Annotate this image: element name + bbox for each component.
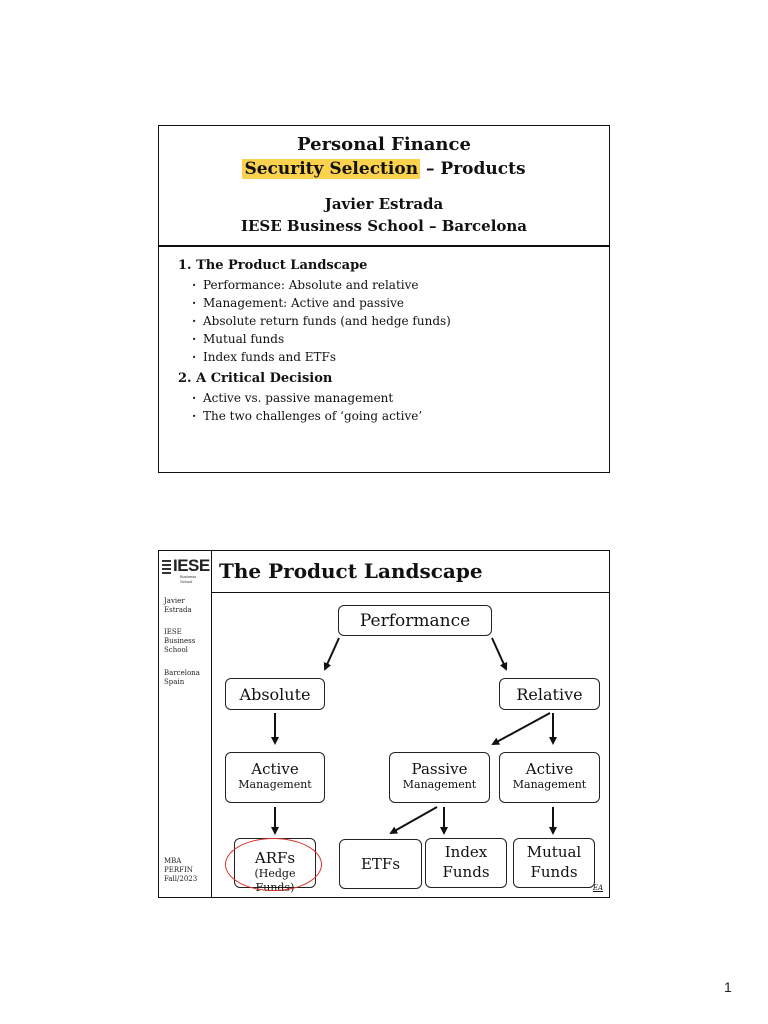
logo-text: IESE bbox=[173, 556, 210, 575]
node-label: ETFs bbox=[360, 855, 401, 873]
outline: 1. The Product Landscape Performance: Ab… bbox=[178, 257, 598, 425]
node-label: Active bbox=[251, 760, 299, 778]
logo-subtext: Business School bbox=[180, 574, 197, 584]
sidebar-line: Javier bbox=[164, 597, 185, 605]
node-label: Absolute bbox=[239, 684, 311, 704]
slide-subtitle: Security Selection – Products bbox=[159, 159, 609, 179]
section-title: 2. A Critical Decision bbox=[178, 371, 333, 386]
node-sublabel: Management bbox=[238, 778, 312, 791]
sidebar-line: School bbox=[164, 646, 188, 654]
node-relative: Relative bbox=[499, 678, 600, 710]
bullet-list: Performance: Absolute and relative Manag… bbox=[192, 276, 598, 366]
node-sublabel: Management bbox=[402, 778, 477, 791]
sidebar-line: Business bbox=[164, 637, 196, 645]
node-label: Index bbox=[444, 843, 488, 861]
node-active-management-right: Active Management bbox=[499, 752, 600, 803]
arrow-performance-absolute bbox=[323, 637, 340, 671]
bullet-item: Index funds and ETFs bbox=[192, 348, 598, 366]
outline-section: 2. A Critical Decision Active vs. passiv… bbox=[178, 370, 598, 425]
sidebar-course: MBA PERFIN Fall/2023 bbox=[164, 857, 197, 884]
sidebar-line: MBA bbox=[164, 857, 182, 865]
highlighted-topic: Security Selection bbox=[242, 159, 421, 179]
arrow-relative-passive bbox=[491, 712, 551, 745]
sidebar-school: IESE Business School bbox=[164, 628, 195, 655]
node-etfs: ETFs bbox=[339, 839, 422, 889]
bullet-item: Performance: Absolute and relative bbox=[192, 276, 598, 294]
node-label: Passive bbox=[411, 760, 468, 778]
arrow-performance-relative bbox=[491, 637, 508, 671]
course-title: Personal Finance bbox=[297, 134, 471, 155]
arrow-passive-etfs bbox=[389, 806, 438, 834]
school-name: IESE Business School – Barcelona bbox=[240, 217, 528, 235]
logo-mark-icon bbox=[162, 560, 171, 576]
node-passive-management: Passive Management bbox=[389, 752, 490, 803]
page-number: 1 bbox=[724, 979, 732, 995]
node-sublabel: Management bbox=[512, 778, 587, 791]
section-title: 1. The Product Landscape bbox=[178, 258, 368, 273]
sidebar-line: Fall/2023 bbox=[164, 875, 198, 883]
node-label: Mutual bbox=[526, 843, 582, 861]
node-label: Active bbox=[525, 760, 574, 778]
sidebar-line: IESE bbox=[164, 628, 182, 636]
slide-sidebar: IESE Business School Javier Estrada IESE… bbox=[159, 551, 212, 897]
sidebar-author: Javier Estrada bbox=[164, 597, 192, 615]
iese-logo: IESE Business School bbox=[162, 556, 210, 584]
node-active-management-left: Active Management bbox=[225, 752, 325, 803]
author-initials: EA bbox=[592, 884, 603, 892]
bullet-item: Active vs. passive management bbox=[192, 389, 598, 407]
sidebar-line: Spain bbox=[164, 678, 185, 686]
outline-section: 1. The Product Landscape Performance: Ab… bbox=[178, 257, 598, 366]
product-landscape-slide: IESE Business School Javier Estrada IESE… bbox=[158, 550, 610, 898]
title-header: Personal Finance Security Selection – Pr… bbox=[159, 126, 609, 247]
bullet-item: The two challenges of ‘going active’ bbox=[192, 407, 598, 425]
title-divider bbox=[212, 592, 609, 593]
sidebar-location: Barcelona Spain bbox=[164, 669, 200, 687]
slide-title: The Product Landscape bbox=[219, 559, 483, 583]
highlight-ellipse bbox=[225, 838, 322, 891]
sidebar-line: PERFIN bbox=[164, 866, 193, 874]
title-slide: Personal Finance Security Selection – Pr… bbox=[158, 125, 610, 473]
node-index-funds: Index Funds bbox=[425, 838, 507, 888]
sidebar-line: Barcelona bbox=[164, 669, 200, 677]
node-mutual-funds: Mutual Funds bbox=[513, 838, 595, 888]
bullet-item: Absolute return funds (and hedge funds) bbox=[192, 312, 598, 330]
sidebar-line: Estrada bbox=[164, 606, 192, 614]
node-performance: Performance bbox=[338, 605, 492, 636]
author-name: Javier Estrada bbox=[324, 195, 444, 213]
node-label: Performance bbox=[359, 610, 471, 631]
bullet-item: Mutual funds bbox=[192, 330, 598, 348]
bullet-list: Active vs. passive management The two ch… bbox=[192, 389, 598, 425]
node-label: Funds bbox=[530, 863, 578, 881]
node-absolute: Absolute bbox=[225, 678, 325, 710]
node-label: Funds bbox=[442, 863, 490, 881]
subtitle-rest: – Products bbox=[420, 159, 526, 179]
bullet-item: Management: Active and passive bbox=[192, 294, 598, 312]
node-label: Relative bbox=[516, 684, 583, 704]
